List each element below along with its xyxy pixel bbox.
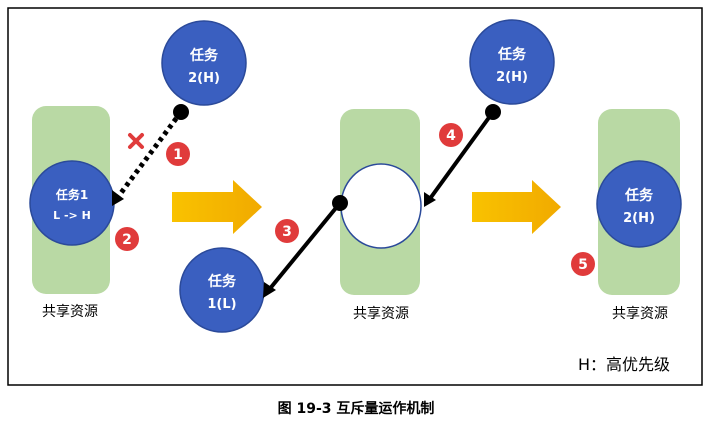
figure-caption: 图 19-3 互斥量运作机制: [278, 400, 435, 417]
task-low-line2: 1(L): [207, 297, 236, 312]
shared-resource-label-2: 共享资源: [353, 305, 409, 322]
blocked-request-arrowhead: [112, 190, 124, 206]
task-inherited-circle: [29, 160, 115, 246]
shared-resource-label-3: 共享资源: [612, 305, 668, 322]
task-inherited-line2: L -> H: [53, 209, 91, 222]
step-badge-1-number: 1: [173, 147, 183, 163]
task-high-2-line2: 2(H): [496, 70, 528, 85]
shared-resource-label-1: 共享资源: [42, 303, 98, 320]
task-high-circle-3: [596, 160, 682, 248]
task-high-2-line1: 任务: [497, 46, 527, 63]
task-high-circle-2: [469, 19, 555, 105]
step-badge-2: [115, 227, 139, 251]
release-arrowhead: [263, 282, 276, 298]
cross-icon: [128, 133, 144, 149]
step-badge-2-number: 2: [122, 232, 132, 248]
task-high-3-line2: 2(H): [623, 211, 655, 226]
transition-arrow-1: [172, 180, 262, 234]
step-badge-3-number: 3: [282, 224, 292, 240]
step-badge-3: [275, 219, 299, 243]
task-high-circle-1: [161, 20, 247, 106]
step-badge-5-number: 5: [578, 257, 588, 273]
release-line: [266, 201, 342, 293]
connector-dot-1: [173, 104, 189, 120]
step-badge-4-number: 4: [446, 128, 456, 144]
task-high-1-line1: 任务: [189, 47, 219, 64]
resource-empty-slot: [340, 163, 422, 249]
legend-text: H：高优先级: [578, 355, 670, 374]
acquire-arrowhead: [424, 192, 436, 207]
task-inherited-line1: 任务1: [55, 187, 88, 202]
acquire-line: [427, 110, 495, 202]
connector-dot-3: [332, 195, 348, 211]
step-badge-5: [571, 252, 595, 276]
blocked-request-dotted-line: [112, 110, 184, 203]
connector-dot-2: [485, 104, 501, 120]
task-high-3-line1: 任务: [624, 187, 654, 204]
step-badge-1: [166, 142, 190, 166]
step-badge-4: [439, 123, 463, 147]
task-high-1-line2: 2(H): [188, 71, 220, 86]
transition-arrow-2: [472, 180, 561, 234]
task-low-circle: [179, 247, 265, 333]
task-low-line1: 任务: [207, 273, 237, 290]
